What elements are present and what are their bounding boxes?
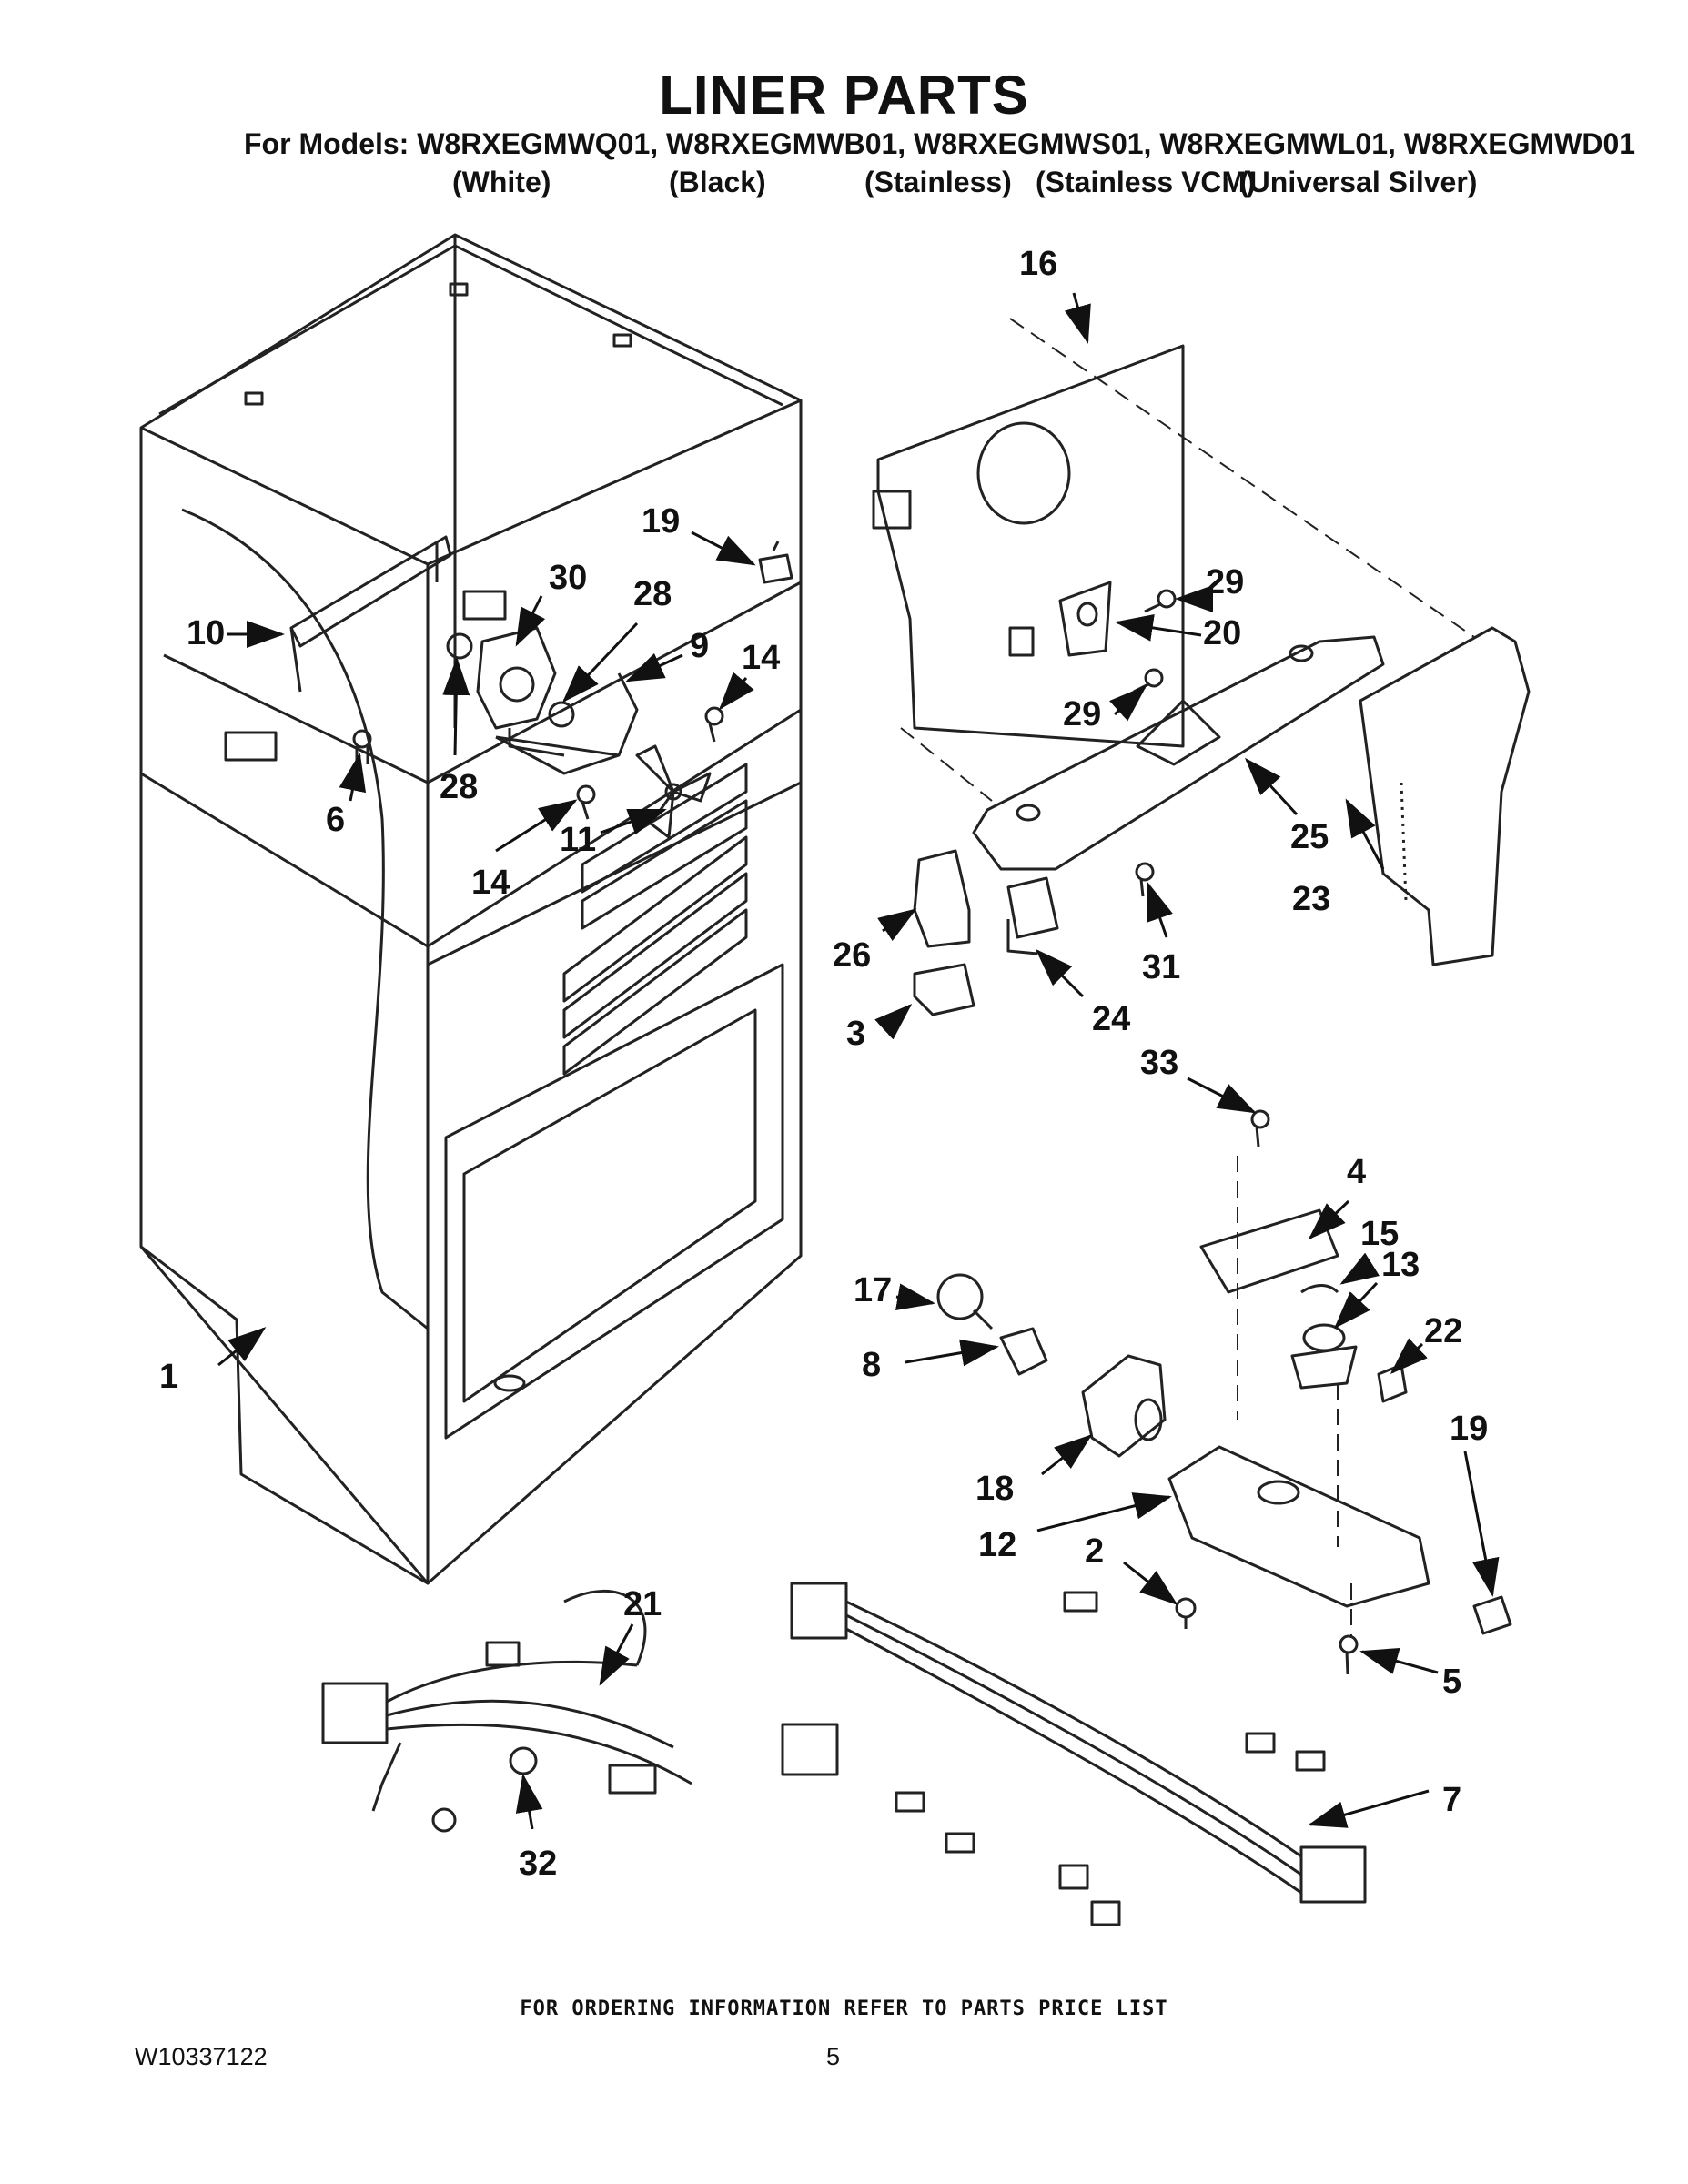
clip-15 bbox=[1300, 1284, 1339, 1294]
screw-29b bbox=[1133, 668, 1164, 693]
callout-21: 21 bbox=[623, 1585, 662, 1623]
callout-18: 18 bbox=[975, 1470, 1014, 1508]
screw-29a bbox=[1144, 589, 1177, 613]
callout-25: 25 bbox=[1290, 818, 1329, 856]
callout-14a: 14 bbox=[471, 864, 510, 902]
control-housing-12 bbox=[1167, 1445, 1430, 1608]
callout-4: 4 bbox=[1347, 1153, 1366, 1191]
callout-3: 3 bbox=[846, 1015, 865, 1053]
callout-6: 6 bbox=[326, 801, 345, 839]
air-duct bbox=[972, 635, 1385, 871]
callout-7: 7 bbox=[1442, 1781, 1461, 1819]
grommet bbox=[446, 632, 473, 660]
models-line: For Models: W8RXEGMWQ01, W8RXEGMWB01, W8… bbox=[244, 127, 1636, 160]
callout-11: 11 bbox=[560, 821, 596, 859]
callout-8: 8 bbox=[862, 1346, 881, 1384]
callout-26: 26 bbox=[833, 936, 871, 975]
screw-14b bbox=[576, 784, 596, 820]
control-housing bbox=[913, 963, 975, 1016]
light-shield bbox=[1081, 1354, 1167, 1458]
color-white: (White) bbox=[452, 166, 551, 198]
callout-14b: 14 bbox=[742, 639, 780, 677]
callout-10: 10 bbox=[187, 614, 225, 652]
callout-28a: 28 bbox=[440, 768, 478, 806]
callout-17: 17 bbox=[854, 1271, 892, 1309]
callout-30: 30 bbox=[549, 559, 587, 597]
damper-shield bbox=[1058, 581, 1112, 657]
callout-28b: 28 bbox=[633, 575, 672, 613]
vent-grille bbox=[1359, 626, 1531, 966]
callout-29b: 29 bbox=[1063, 695, 1101, 733]
motor-bracket bbox=[495, 672, 639, 775]
sensor-housing bbox=[1006, 876, 1059, 956]
screw-5 bbox=[1339, 1634, 1359, 1675]
callout-12: 12 bbox=[978, 1526, 1016, 1564]
control-board bbox=[1199, 1208, 1339, 1294]
thermostat-housing bbox=[913, 849, 971, 948]
callout-20: 20 bbox=[1203, 614, 1241, 652]
callout-33: 33 bbox=[1140, 1044, 1178, 1082]
color-black: (Black) bbox=[669, 166, 766, 198]
screw-33 bbox=[1250, 1109, 1270, 1148]
screw-2 bbox=[1175, 1597, 1197, 1629]
clip-bottom bbox=[1472, 1595, 1512, 1635]
page-title: LINER PARTS bbox=[659, 65, 1029, 126]
document-number: W10337122 bbox=[135, 2043, 268, 2070]
light-bulb bbox=[936, 1273, 994, 1330]
wire-harness-21 bbox=[321, 1589, 692, 1833]
callout-5: 5 bbox=[1442, 1663, 1461, 1701]
callout-15: 15 bbox=[1360, 1215, 1399, 1253]
callout-32: 32 bbox=[519, 1845, 557, 1883]
callout-23: 23 bbox=[1292, 880, 1330, 918]
mounting-bracket bbox=[289, 535, 452, 693]
refrigerator-liner bbox=[139, 233, 803, 1585]
callout-2: 2 bbox=[1085, 1532, 1104, 1571]
callout-9: 9 bbox=[690, 627, 709, 665]
evaporator-cover bbox=[872, 344, 1185, 748]
color-stainless: (Stainless) bbox=[864, 166, 1012, 198]
callout-22: 22 bbox=[1424, 1312, 1462, 1350]
wire-harness-7 bbox=[781, 1582, 1367, 1926]
screw-14a bbox=[704, 706, 724, 743]
callout-19b: 19 bbox=[1450, 1410, 1488, 1448]
callout-29a: 29 bbox=[1206, 563, 1244, 602]
lamp-socket bbox=[999, 1327, 1048, 1376]
fan-motor bbox=[476, 626, 565, 757]
clip-top bbox=[758, 541, 793, 584]
callout-13: 13 bbox=[1381, 1246, 1420, 1284]
color-stainless-vcm: (Stainless VCM) bbox=[1036, 166, 1256, 198]
color-universal-silver: (Universal Silver) bbox=[1239, 166, 1478, 198]
screw-31 bbox=[1135, 862, 1155, 897]
callout-24: 24 bbox=[1092, 1000, 1130, 1038]
callout-31: 31 bbox=[1142, 948, 1180, 986]
callout-16: 16 bbox=[1019, 245, 1057, 283]
page-number: 5 bbox=[826, 2043, 841, 2070]
ordering-note: FOR ORDERING INFORMATION REFER TO PARTS … bbox=[520, 1997, 1168, 2020]
callout-1: 1 bbox=[159, 1358, 178, 1396]
thermostat-13 bbox=[1290, 1323, 1358, 1390]
callout-19a: 19 bbox=[642, 502, 680, 541]
grommet bbox=[548, 701, 575, 728]
